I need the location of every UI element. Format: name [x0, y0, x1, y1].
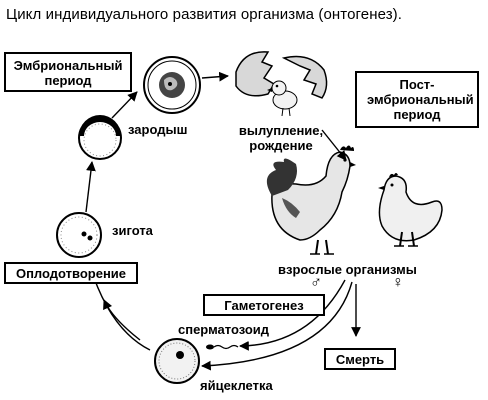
gametogenesis-box: Гаметогенез: [203, 294, 325, 316]
postembryonic-period-label: Пост- эмбриональный период: [367, 77, 474, 122]
embryo-in-egg-illustration: [143, 56, 201, 114]
hatching-chick-illustration: [235, 51, 328, 117]
adults-label: взрослые организмы: [278, 262, 417, 277]
zygote-label: зигота: [112, 223, 153, 238]
egg-cell-illustration: [154, 338, 200, 384]
embryonic-period-box: Эмбриональный период: [4, 52, 132, 92]
embryo-label: зародыш: [128, 122, 188, 137]
embryonic-period-label: Эмбриональный период: [13, 58, 123, 88]
zygote-illustration: [56, 212, 102, 258]
hatching-label: вылупление, рождение: [238, 123, 324, 153]
male-symbol: ♂: [310, 274, 322, 291]
postembryonic-period-box: Пост- эмбриональный период: [355, 71, 479, 128]
death-box: Смерть: [324, 348, 396, 370]
egg-cell-label: яйцеклетка: [200, 378, 273, 393]
rooster-illustration: [266, 145, 356, 255]
fertilization-box: Оплодотворение: [4, 262, 138, 284]
sperm-label: сперматозоид: [178, 322, 270, 337]
sperm-illustration: [206, 344, 239, 350]
blastula-illustration: [78, 115, 122, 160]
female-symbol: ♀: [392, 274, 404, 291]
hen-illustration: [378, 173, 443, 247]
diagram-title: Цикл индивидуального развития организма …: [6, 6, 403, 23]
